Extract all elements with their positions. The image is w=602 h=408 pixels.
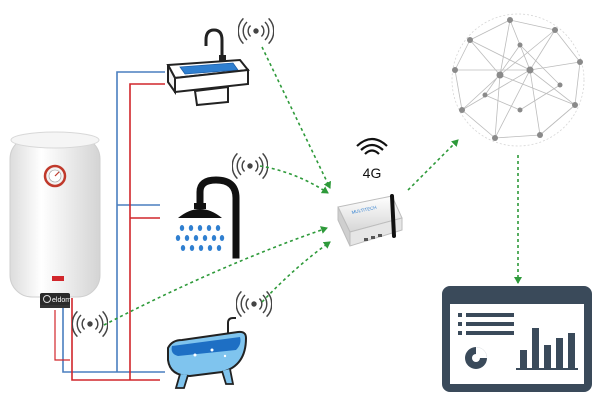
dashboard-bar-chart	[516, 328, 578, 370]
wifi-signal-icon	[238, 17, 274, 45]
shower-water-drops	[175, 225, 225, 251]
signal-arrows	[103, 46, 522, 326]
wifi-signal-icon	[72, 310, 108, 338]
dashboard-icon	[442, 286, 592, 392]
router-icon: 4G MULTITECH	[337, 137, 403, 247]
sink-icon	[166, 28, 250, 107]
heater-brand-label: eldom	[52, 297, 71, 304]
router-brand-label: MULTITECH	[351, 205, 377, 215]
cold-water-pipes	[62, 71, 165, 373]
bathtub-icon	[167, 317, 248, 389]
shower-icon	[175, 176, 240, 259]
globe-network-icon	[451, 13, 585, 147]
network-type-label: 4G	[363, 165, 382, 181]
globe-nodes	[452, 17, 583, 141]
water-heater-icon: eldom	[9, 131, 101, 308]
cellular-signal-icon	[356, 137, 388, 155]
heater-control-panel: eldom	[40, 293, 71, 305]
dashboard-pie-chart	[465, 347, 487, 369]
wifi-signal-icon	[236, 290, 272, 318]
dashboard-text-lines	[458, 313, 514, 335]
router-antenna	[390, 194, 396, 238]
